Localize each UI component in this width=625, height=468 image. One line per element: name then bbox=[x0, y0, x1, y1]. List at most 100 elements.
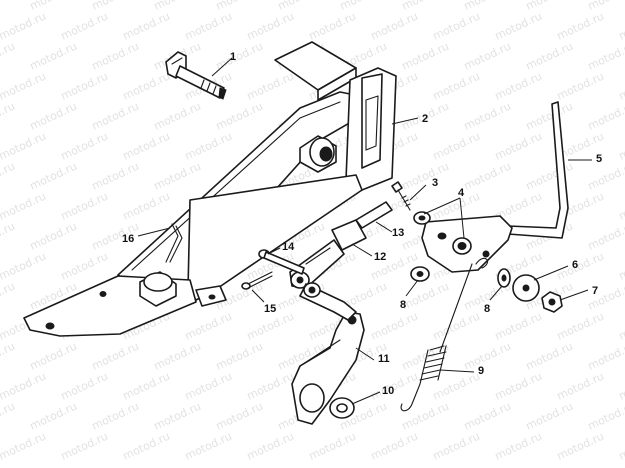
watermark-text: motod.ru bbox=[90, 160, 141, 193]
watermark-text: motod.ru bbox=[586, 220, 625, 253]
watermark-text: motod.ru bbox=[90, 340, 141, 373]
cotter-pin-part-15 bbox=[241, 271, 273, 290]
watermark-text: motod.ru bbox=[586, 340, 625, 373]
callout-16: 16 bbox=[122, 233, 134, 245]
watermark-text: motod.ru bbox=[555, 310, 606, 343]
watermark-text: motod.ru bbox=[431, 70, 482, 103]
watermark-text: motod.ru bbox=[617, 370, 625, 403]
watermark-text: motod.ru bbox=[493, 430, 544, 463]
watermark-text: motod.ru bbox=[431, 10, 482, 43]
connecting-link bbox=[299, 282, 357, 321]
watermark-text: motod.ru bbox=[183, 10, 234, 43]
watermark-text: motod.ru bbox=[0, 370, 48, 403]
watermark-text: motod.ru bbox=[307, 430, 358, 463]
watermark-text: motod.ru bbox=[28, 100, 79, 133]
watermark-text: motod.ru bbox=[555, 430, 606, 463]
watermark-text: motod.ru bbox=[183, 430, 234, 463]
watermark-text: motod.ru bbox=[214, 100, 265, 133]
watermark-text: motod.ru bbox=[59, 250, 110, 283]
watermark-text: motod.ru bbox=[90, 0, 141, 13]
watermark-text: motod.ru bbox=[524, 100, 575, 133]
watermark-text: motod.ru bbox=[214, 0, 265, 13]
watermark-text: motod.ru bbox=[462, 160, 513, 193]
washer-part-6 bbox=[512, 274, 540, 302]
watermark-text: motod.ru bbox=[214, 400, 265, 433]
watermark-text: motod.ru bbox=[28, 0, 79, 13]
watermark-text: motod.ru bbox=[183, 370, 234, 403]
watermark-text: motod.ru bbox=[493, 370, 544, 403]
watermark-text: motod.ru bbox=[183, 130, 234, 163]
watermark-text: motod.ru bbox=[493, 10, 544, 43]
watermark-text: motod.ru bbox=[369, 310, 420, 343]
watermark-text: motod.ru bbox=[586, 0, 625, 13]
watermark-text: motod.ru bbox=[493, 310, 544, 343]
callout-8-left: 8 bbox=[400, 299, 406, 311]
watermark-text: motod.ru bbox=[400, 160, 451, 193]
watermark-text: motod.ru bbox=[28, 340, 79, 373]
callout-labels: 1 2 3 4 5 6 7 8 8 9 10 11 12 13 14 15 16 bbox=[122, 51, 602, 397]
watermark-text: motod.ru bbox=[307, 10, 358, 43]
watermark-text: motod.ru bbox=[617, 130, 625, 163]
watermark-text: motod.ru bbox=[121, 10, 172, 43]
washer-part-8-right bbox=[497, 268, 511, 288]
callout-1: 1 bbox=[230, 51, 236, 63]
watermark-text: motod.ru bbox=[555, 70, 606, 103]
watermark-text: motod.ru bbox=[524, 0, 575, 13]
watermark-text: motod.ru bbox=[214, 340, 265, 373]
callout-11: 11 bbox=[378, 353, 390, 365]
screw-part-3 bbox=[391, 181, 411, 211]
watermark-text: motod.ru bbox=[400, 40, 451, 73]
watermark-text: motod.ru bbox=[586, 400, 625, 433]
clevis-part-12 bbox=[289, 219, 367, 289]
watermark-text: motod.ru bbox=[431, 370, 482, 403]
callout-15: 15 bbox=[264, 303, 276, 315]
watermark-text: motod.ru bbox=[245, 10, 296, 43]
watermark-text: motod.ru bbox=[121, 130, 172, 163]
callout-12: 12 bbox=[374, 251, 386, 263]
watermark-text: motod.ru bbox=[524, 340, 575, 373]
watermark-text: motod.ru bbox=[0, 430, 48, 463]
watermark-text: motod.ru bbox=[431, 310, 482, 343]
callout-2: 2 bbox=[422, 113, 428, 125]
washer-part-10 bbox=[329, 397, 355, 419]
watermark-text: motod.ru bbox=[245, 70, 296, 103]
watermark-text: motod.ru bbox=[524, 400, 575, 433]
watermark-text: motod.ru bbox=[0, 190, 48, 223]
callout-9: 9 bbox=[478, 365, 484, 377]
watermark-text: motod.ru bbox=[90, 100, 141, 133]
watermark-text: motod.ru bbox=[59, 370, 110, 403]
watermark-text: motod.ru bbox=[617, 70, 625, 103]
washer-part-8-left bbox=[410, 266, 430, 282]
watermark-text: motod.ru bbox=[59, 10, 110, 43]
main-bracket-part-2 bbox=[23, 41, 397, 337]
watermark-text: motod.ru bbox=[152, 400, 203, 433]
watermark-text: motod.ru bbox=[555, 250, 606, 283]
bolt-part-1 bbox=[165, 51, 227, 100]
watermark-text: motod.ru bbox=[152, 340, 203, 373]
callout-6: 6 bbox=[572, 259, 578, 271]
watermark-text: motod.ru bbox=[28, 400, 79, 433]
callout-3: 3 bbox=[432, 177, 438, 189]
watermark-text: motod.ru bbox=[121, 430, 172, 463]
watermark-text: motod.ru bbox=[462, 0, 513, 13]
watermark-text: motod.ru bbox=[0, 220, 17, 253]
watermark-text: motod.ru bbox=[28, 40, 79, 73]
watermark-text: motod.ru bbox=[245, 370, 296, 403]
watermark-text: motod.ru bbox=[0, 10, 48, 43]
watermark-text: motod.ru bbox=[28, 220, 79, 253]
spring-part-9 bbox=[400, 257, 489, 412]
watermark-text: motod.ru bbox=[0, 0, 17, 13]
callout-7: 7 bbox=[592, 285, 598, 297]
watermark-text: motod.ru bbox=[0, 340, 17, 373]
nut-part-7 bbox=[541, 291, 563, 313]
callout-4: 4 bbox=[458, 187, 465, 199]
watermark-text: motod.ru bbox=[617, 430, 625, 463]
watermark-text: motod.ru bbox=[400, 400, 451, 433]
watermark-text: motod.ru bbox=[493, 130, 544, 163]
watermark-text: motod.ru bbox=[0, 400, 17, 433]
watermark-text: motod.ru bbox=[400, 280, 451, 313]
watermark-text: motod.ru bbox=[462, 100, 513, 133]
watermark-text: motod.ru bbox=[586, 100, 625, 133]
watermark-text: motod.ru bbox=[183, 310, 234, 343]
watermark-text: motod.ru bbox=[369, 370, 420, 403]
